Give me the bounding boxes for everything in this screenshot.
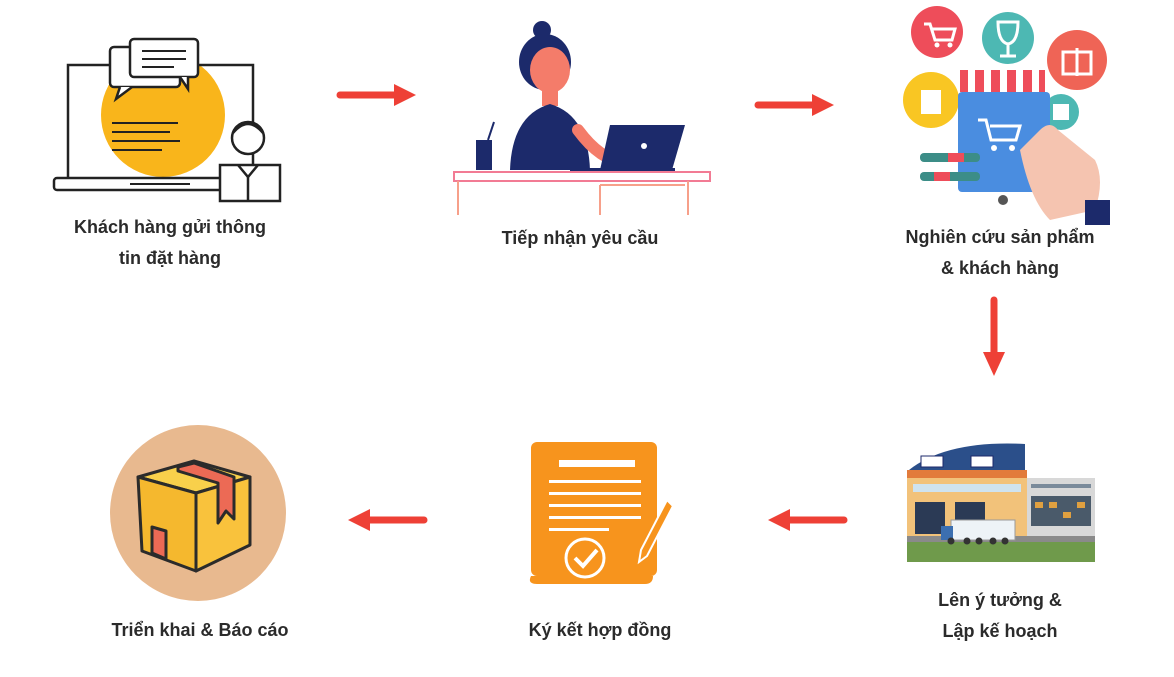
warehouse-truck-icon [907, 443, 1095, 562]
step-3: Nghiên cứu sản phẩm & khách hàng [880, 0, 1120, 290]
step-2: Tiếp nhận yêu cầu [450, 20, 711, 260]
step-5: Ký kết hợp đồng [505, 435, 695, 655]
ecommerce-shop-icon [903, 6, 1110, 225]
arrow-right-1 [336, 84, 416, 106]
step-label: Triển khai & Báo cáo [111, 620, 289, 640]
step-label: Khách hàng gửi thông tin đặt hàng [73, 217, 266, 268]
arrow-left-2 [348, 509, 428, 531]
arrow-left-1 [768, 509, 848, 531]
step-label: Nghiên cứu sản phẩm & khách hàng [905, 227, 1095, 278]
step-label: Lên ý tưởng & Lập kế hoạch [938, 590, 1062, 641]
contract-document-icon [529, 442, 675, 584]
step-4: Lên ý tưởng & Lập kế hoạch [885, 440, 1115, 655]
step-label: Tiếp nhận yêu cầu [501, 228, 659, 248]
laptop-chat-person-icon [52, 37, 282, 203]
woman-at-laptop-icon [453, 21, 711, 215]
package-box-icon [110, 425, 286, 601]
step-1: Khách hàng gửi thông tin đặt hàng [40, 30, 300, 280]
step-label: Ký kết hợp đồng [528, 620, 672, 640]
arrow-down [983, 296, 1005, 376]
arrow-right-2 [754, 94, 834, 116]
step-6: Triển khai & Báo cáo [90, 425, 310, 650]
